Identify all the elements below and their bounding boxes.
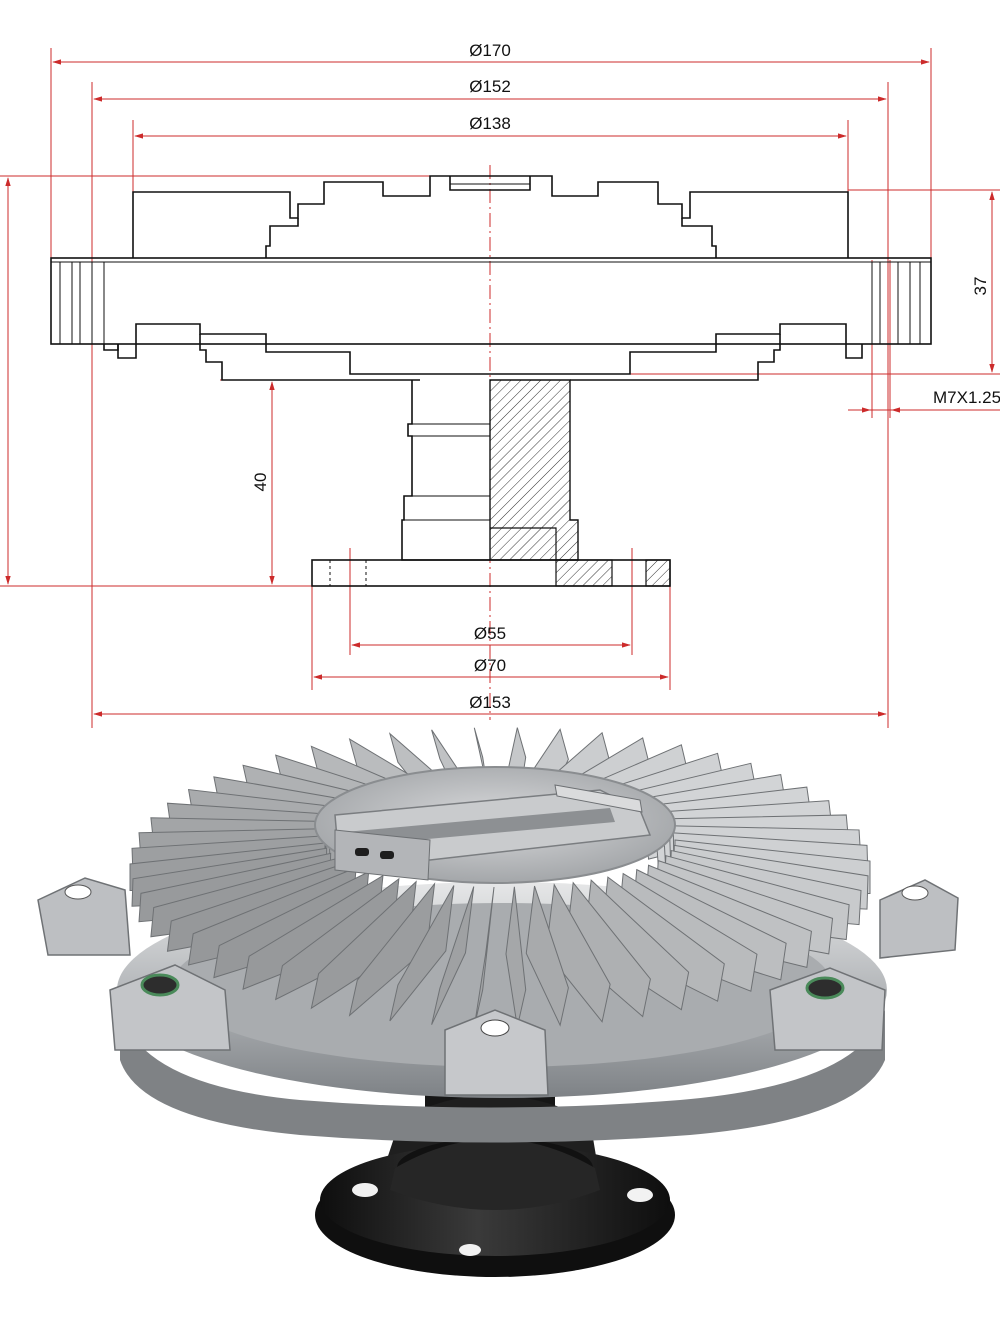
mounting-ears (37, 877, 959, 1096)
clutch-section-outline (50, 175, 932, 381)
thread-label: M7X1.25 (933, 388, 1000, 407)
dimension-label-170: Ø170 (469, 41, 511, 60)
cooling-fin (525, 885, 569, 1027)
fan-clutch-photo (37, 727, 959, 1277)
cooling-fin (389, 885, 455, 1022)
cooling-fin (431, 886, 475, 1025)
cooling-fin (348, 882, 436, 1017)
top-cap (314, 766, 676, 884)
flange-section (311, 559, 671, 587)
cooling-fins (129, 727, 871, 1027)
shaft-section (401, 379, 579, 561)
dimension-label-55: Ø55 (474, 624, 506, 643)
dimension-label-70: Ø70 (474, 656, 506, 675)
technical-drawing: Ø170 Ø152 Ø138 37 40 M7X1.25 Ø55 Ø70 Ø15… (0, 41, 1000, 728)
dimension-label-152: Ø152 (469, 77, 511, 96)
dimension-label-40: 40 (251, 473, 270, 492)
dimension-label-37: 37 (971, 277, 990, 296)
dimension-label-138: Ø138 (469, 114, 511, 133)
dimension-label-153: Ø153 (469, 693, 511, 712)
